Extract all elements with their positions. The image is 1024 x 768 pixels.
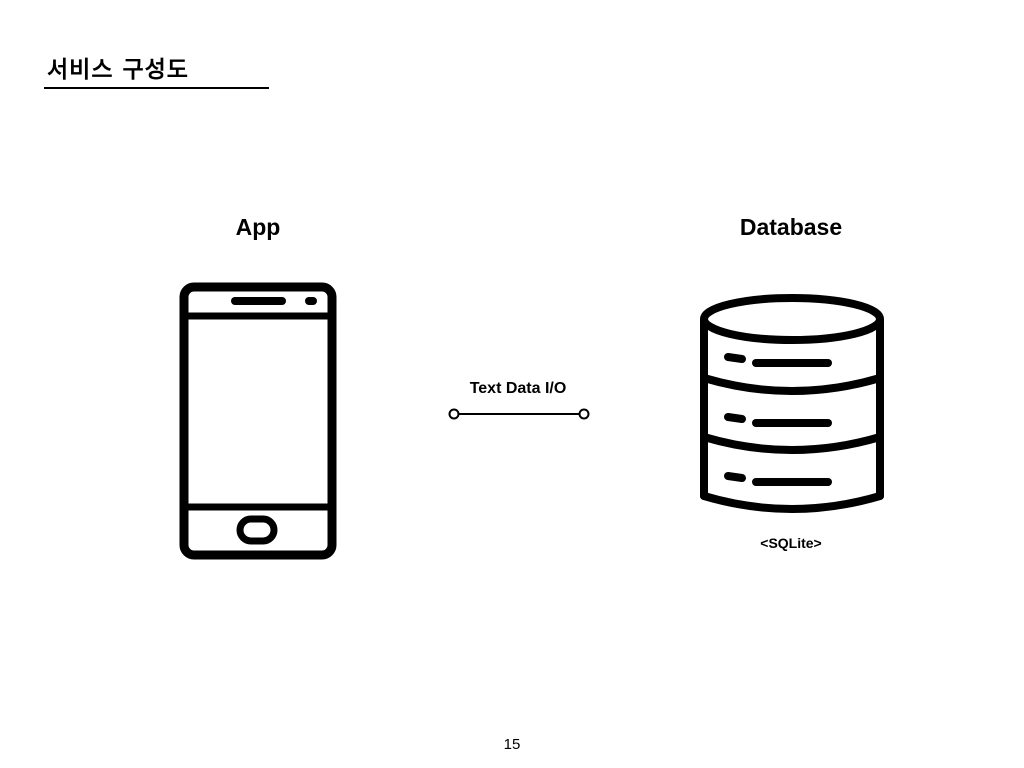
connector-line-icon	[446, 405, 592, 428]
smartphone-icon	[178, 281, 338, 566]
slide-title: 서비스 구성도	[47, 57, 189, 83]
connection-label: Text Data I/O	[469, 380, 567, 397]
app-label: App	[235, 214, 281, 240]
database-label: Database	[739, 214, 843, 240]
page-number: 15	[503, 736, 521, 753]
database-icon	[696, 292, 888, 529]
database-caption: <SQLite>	[760, 535, 822, 551]
title-underline	[44, 87, 269, 89]
